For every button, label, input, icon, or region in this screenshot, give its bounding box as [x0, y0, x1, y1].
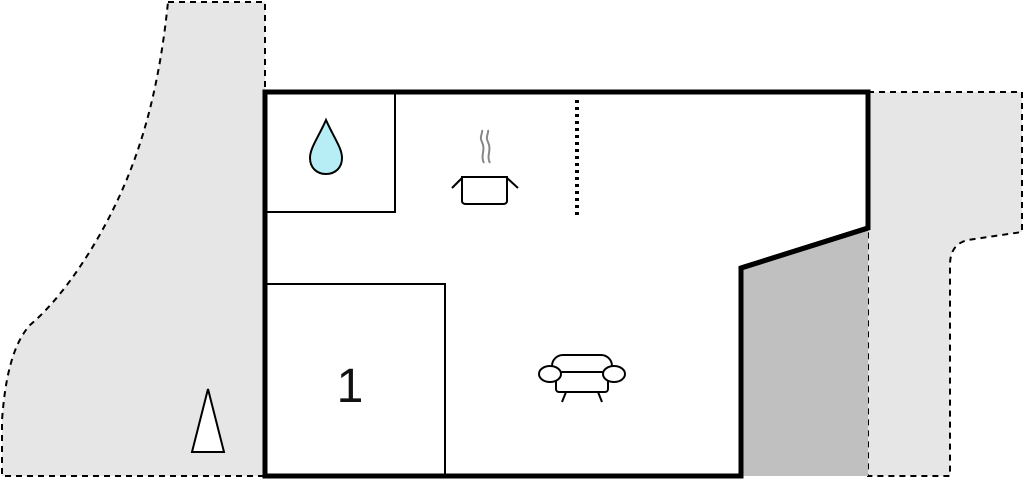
sofa-icon [538, 354, 626, 403]
north-arrow-icon [190, 388, 226, 453]
water-drop-icon [308, 117, 344, 176]
room-number: 1 [337, 360, 364, 413]
room-bedroom-1 [264, 283, 446, 477]
covered-area [741, 228, 868, 476]
terrace-right [867, 91, 1023, 477]
terrace-left [1, 1, 266, 477]
cooking-pot-icon [451, 129, 519, 205]
